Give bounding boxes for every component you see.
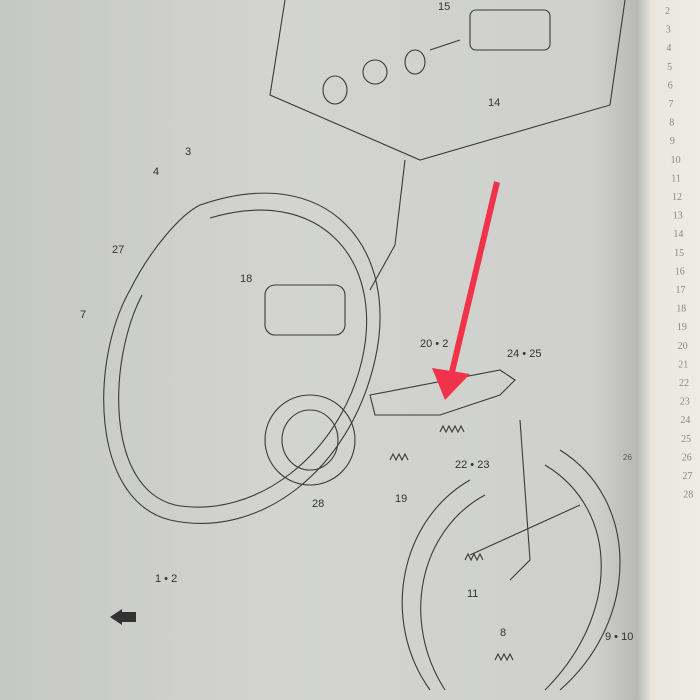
- label-22-23: 22 • 23: [455, 459, 489, 471]
- margin-index-number: 21: [678, 359, 688, 370]
- margin-index-number: 25: [681, 434, 691, 445]
- label-28: 28: [312, 498, 324, 510]
- backing-plate: [103, 159, 406, 524]
- margin-index-number: 22: [679, 378, 689, 389]
- label-8: 8: [500, 627, 506, 639]
- margin-index-number: 26: [682, 452, 692, 463]
- margin-index-number: 2: [665, 6, 670, 17]
- margin-index-number: 9: [670, 136, 675, 147]
- label-19: 19: [395, 493, 407, 505]
- springs: [389, 424, 514, 662]
- label-9-10: 9 • 10: [605, 631, 633, 643]
- label-24-25: 24 • 25: [507, 348, 541, 360]
- label-18: 18: [240, 273, 252, 285]
- margin-index-number: 6: [668, 80, 673, 91]
- label-15: 15: [438, 1, 450, 13]
- margin-index-number: 13: [673, 211, 683, 222]
- margin-index-number: 12: [672, 192, 682, 203]
- margin-index: 2345678910111213141516171819202122232425…: [665, 6, 693, 501]
- margin-index-number: 19: [677, 322, 687, 333]
- label-3: 3: [185, 146, 191, 158]
- margin-index-number: 11: [671, 173, 681, 184]
- wheel-cylinder-parts: [322, 9, 551, 105]
- margin-index-number: 8: [669, 118, 674, 129]
- margin-index-number: 7: [669, 99, 674, 110]
- margin-index-number: 23: [680, 397, 690, 408]
- label-27: 27: [112, 244, 124, 256]
- part-labels: 15 14 3 4 27 18 7 20 • 2 24 • 25 22 • 23…: [80, 1, 633, 643]
- margin-index-number: 20: [678, 341, 688, 352]
- label-14: 14: [488, 97, 500, 109]
- brake-shoes: [401, 419, 621, 691]
- margin-index-number: 24: [680, 415, 690, 426]
- margin-index-number: 14: [673, 229, 683, 240]
- margin-index-number: 18: [676, 304, 686, 315]
- margin-index-number: 27: [683, 471, 693, 482]
- margin-index-number: 15: [674, 248, 684, 259]
- label-11: 11: [467, 588, 478, 600]
- label-20-21: 20 • 2: [420, 338, 448, 350]
- margin-index-number: 17: [676, 285, 686, 296]
- inset-box: [269, 0, 626, 161]
- margin-index-number: 10: [671, 155, 681, 166]
- margin-index-number: 16: [675, 266, 685, 277]
- parking-lever: [369, 369, 516, 416]
- margin-index-number: 28: [683, 490, 693, 501]
- label-26: 26: [623, 453, 632, 462]
- margin-index-number: 4: [666, 43, 671, 54]
- margin-index-number: 3: [666, 25, 671, 36]
- label-7: 7: [80, 309, 86, 321]
- front-arrow-icon: [110, 609, 136, 625]
- margin-index-number: 5: [667, 62, 672, 73]
- red-arrow-icon: [432, 181, 500, 400]
- label-1-2: 1 • 2: [155, 573, 177, 585]
- label-4: 4: [153, 166, 159, 178]
